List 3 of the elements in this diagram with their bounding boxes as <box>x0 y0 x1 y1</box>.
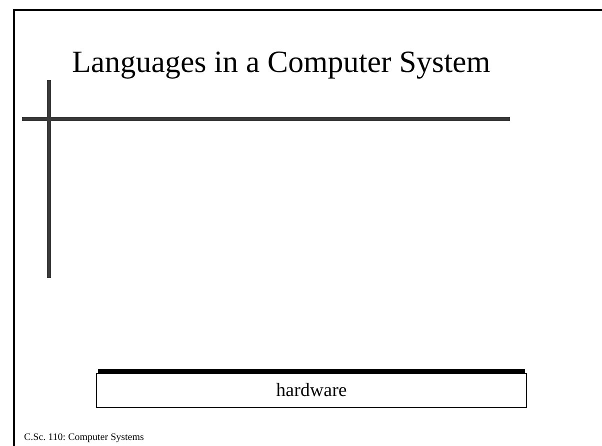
hardware-box: hardware <box>96 373 527 408</box>
slide-title: Languages in a Computer System <box>72 44 490 80</box>
footer-text: C.Sc. 110: Computer Systems <box>24 432 144 443</box>
